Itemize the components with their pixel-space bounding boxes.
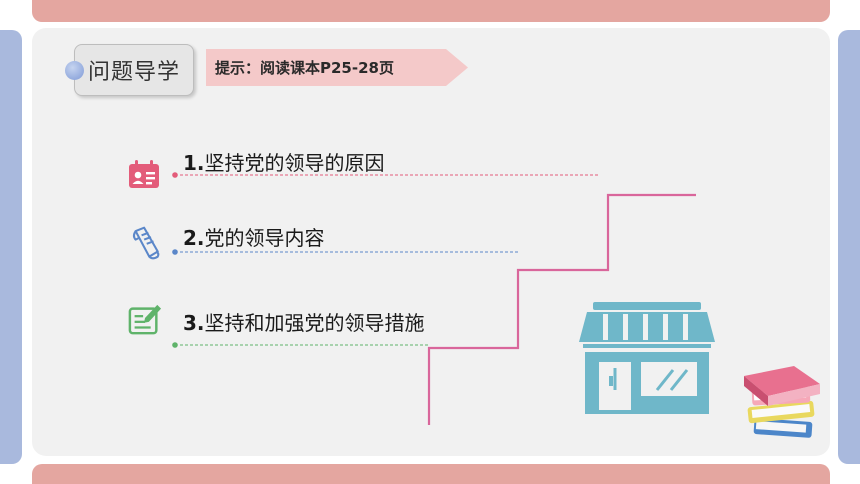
notepad-pen-icon: [128, 304, 162, 335]
section-tag-label: 问题导学: [88, 60, 181, 85]
left-frame-bar: [0, 30, 22, 464]
bottom-frame-bar: [32, 464, 830, 484]
hint-banner: 提示：阅读课本P25-28页: [206, 49, 468, 86]
scroll-icon: [132, 226, 160, 260]
id-card-icon: [129, 160, 159, 188]
top-frame-bar: [32, 0, 830, 22]
item-3-divider: [172, 342, 428, 348]
storefront-icon: [579, 302, 715, 414]
book-stack-icon: [744, 366, 820, 438]
item-3-text: 3.坚持和加强党的领导措施: [183, 311, 425, 335]
section-tag: 问题导学: [65, 44, 194, 96]
bullet-dot-icon: [65, 60, 84, 80]
item-1-text: 1.坚持党的领导的原因: [183, 151, 385, 175]
staircase-line: [427, 193, 696, 425]
item-1-divider: [172, 172, 598, 178]
item-2-divider: [172, 249, 518, 255]
item-2-text: 2.党的领导内容: [183, 226, 325, 250]
hint-text: 提示：阅读课本P25-28页: [215, 59, 394, 77]
right-frame-bar: [838, 30, 860, 464]
